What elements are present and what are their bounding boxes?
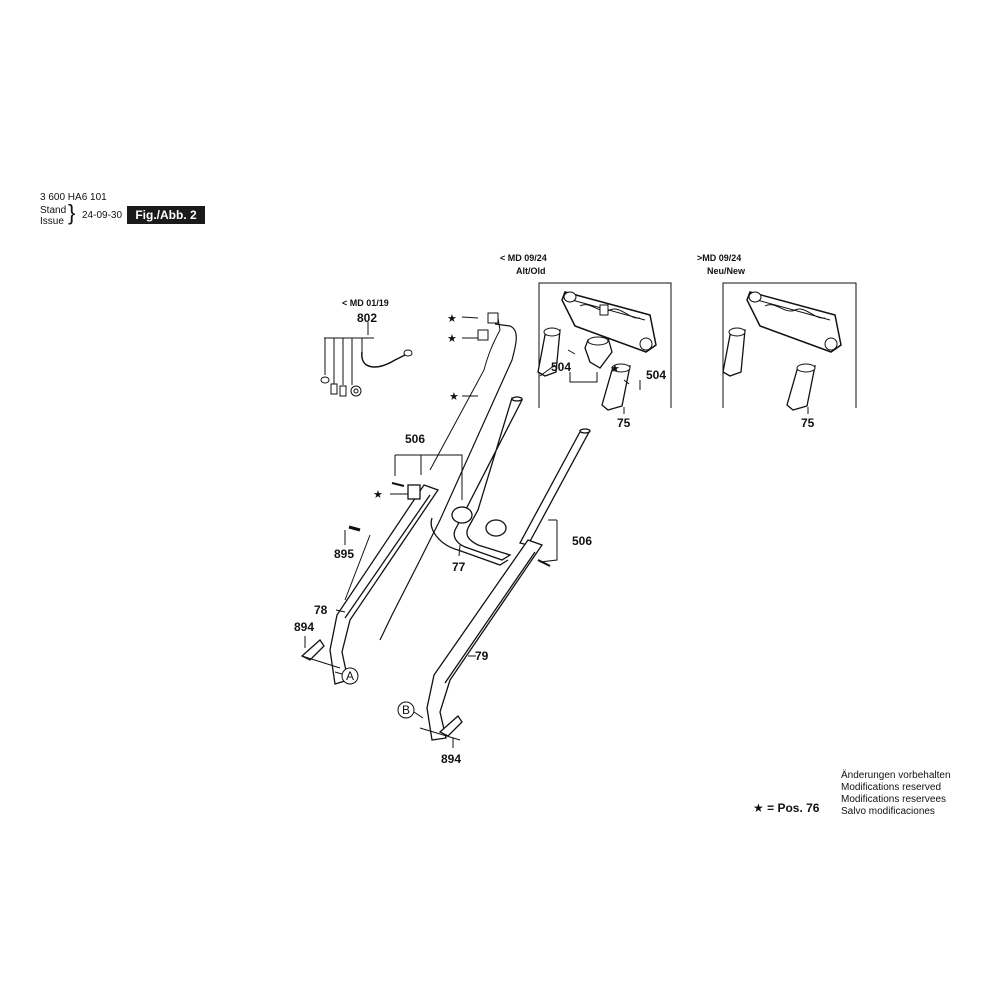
- part-label-504-left: 504: [551, 360, 571, 374]
- new-variant-box: [722, 282, 857, 408]
- legend-text: = Pos. 76: [767, 801, 820, 815]
- part-label-79: 79: [475, 649, 489, 663]
- new-variant-code: >MD 09/24: [697, 253, 741, 263]
- part-label-894-right: 894: [441, 752, 461, 766]
- star-legend: ★ = Pos. 76: [753, 801, 819, 815]
- callout-b-label: B: [402, 703, 410, 717]
- old-variant-name: Alt/Old: [516, 266, 546, 276]
- star-markers: ★ ★ ★ ★ ★: [373, 312, 620, 501]
- new-handle-crossbar: [746, 291, 842, 353]
- note-line: Salvo modificaciones: [841, 806, 935, 817]
- star-marker: ★: [373, 488, 383, 501]
- issue-date: 24-09-30: [82, 210, 123, 221]
- brace-symbol: }: [68, 200, 76, 225]
- part-label-506-right: 506: [572, 534, 592, 548]
- part-label-78: 78: [314, 603, 328, 617]
- new-variant-name: Neu/New: [707, 266, 746, 276]
- part-label-802: 802: [357, 311, 377, 325]
- screw-506-left: [391, 482, 405, 487]
- clamp-knob-left: [451, 506, 473, 524]
- star-icon: ★: [753, 801, 764, 815]
- issue-label: Issue: [40, 216, 64, 227]
- old-handle-crossbar: [561, 291, 657, 353]
- part-label-75-old: 75: [617, 416, 631, 430]
- callout-a-circle: [341, 667, 359, 685]
- note-line: Modifications reserved: [841, 782, 942, 793]
- part-label-895: 895: [334, 547, 354, 561]
- part-label-894-left: 894: [294, 620, 314, 634]
- old-grip-left: [537, 327, 561, 377]
- bowden-cable: [344, 312, 517, 641]
- old-variant-box: [538, 282, 672, 408]
- new-grip-75: [786, 363, 816, 411]
- document-number: 3 600 HA6 101: [40, 192, 107, 203]
- upper-tube-77: [430, 396, 591, 566]
- note-line: Änderungen vorbehalten: [841, 770, 951, 781]
- part-label-75-new: 75: [801, 416, 815, 430]
- lower-tube-79: [426, 539, 544, 741]
- cable-set-802: [320, 337, 413, 397]
- callout-b-circle: [397, 701, 415, 719]
- new-grip-left: [722, 327, 746, 377]
- cable-variant-code: < MD 01/19: [342, 298, 389, 308]
- part-label-77: 77: [452, 560, 466, 574]
- callout-a-label: A: [346, 669, 354, 683]
- old-grip-75: [601, 363, 631, 411]
- part-label-504-right: 504: [646, 368, 666, 382]
- star-marker: ★: [610, 362, 620, 375]
- lock-lever-left: [300, 639, 341, 669]
- stand-label: Stand: [40, 205, 67, 216]
- note-line: Modifications reservees: [841, 794, 947, 805]
- figure-badge: Fig./Abb. 2: [127, 206, 205, 224]
- old-cam-piece: [584, 336, 613, 369]
- old-variant-code: < MD 09/24: [500, 253, 547, 263]
- lower-tube-78: [329, 484, 440, 685]
- star-marker: ★: [447, 312, 457, 325]
- screw-506-right: [537, 559, 551, 567]
- clamp-knob-right: [485, 519, 507, 537]
- star-marker: ★: [447, 332, 457, 345]
- modification-notes: Änderungen vorbehalten Modifications res…: [841, 770, 951, 818]
- star-marker: ★: [449, 390, 459, 403]
- part-label-506-left: 506: [405, 432, 425, 446]
